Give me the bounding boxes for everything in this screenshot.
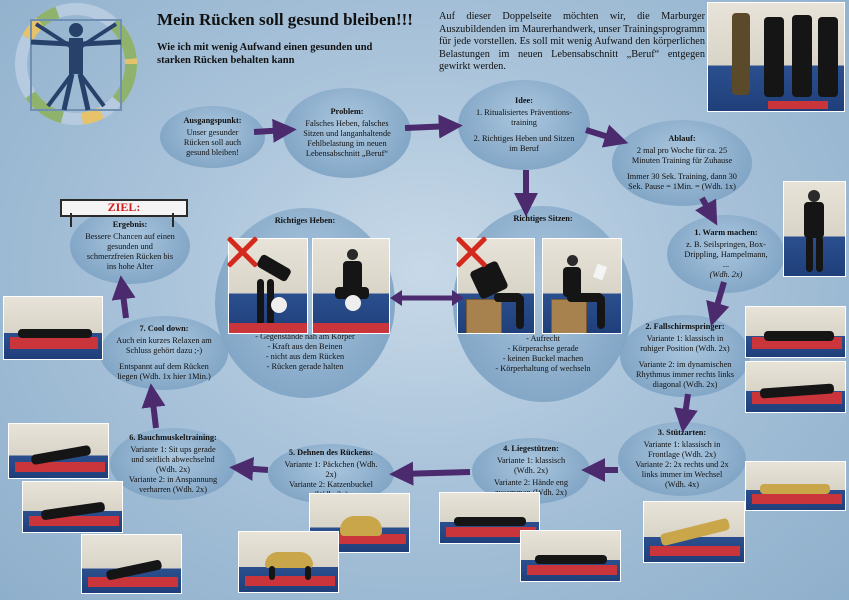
goal-right-post (172, 213, 174, 227)
bauch-photo-2 (22, 481, 123, 533)
ausgangspunkt-text: Unser gesunder Rücken soll auch gesund b… (183, 128, 242, 157)
ablauf-bubble: Ablauf: 2 mal pro Woche für ca. 25 Minut… (612, 120, 752, 206)
goal-bar: ZIEL: (60, 199, 188, 217)
stuetz-photo-2 (643, 501, 745, 563)
sitzen-item-2: - Körperachse gerade (507, 344, 579, 353)
fallschirm-title: 2. Fallschirmspringer: (645, 322, 725, 331)
bauch-bubble: 6. Bauchmuskeltraining: Variante 1: Sit … (110, 428, 236, 500)
arrow-bauch-cool (141, 383, 166, 429)
dehnen-photo-2 (238, 531, 339, 593)
intro-text: Auf dieser Doppelseite möchten wir, die … (439, 11, 705, 72)
fallschirm-line2: Variante 2: im dynamischen Rhythmus imme… (636, 360, 734, 389)
fallschirm-bubble: 2. Fallschirmspringer: Variante 1: klass… (620, 315, 750, 397)
ablauf-title: Ablauf: (668, 134, 696, 143)
liege-photo-2 (520, 530, 621, 582)
cool-title: 7. Cool down: (139, 324, 189, 333)
liege-photo-1 (439, 492, 540, 544)
idee-bubble: Idee: 1. Ritualisiertes Präventions-trai… (458, 80, 590, 170)
heben-title: Richtiges Heben: (274, 216, 336, 225)
bauch-title: 6. Bauchmuskeltraining: (129, 433, 217, 442)
ergebnis-text: Bessere Chancen auf einen gesunden und s… (85, 232, 175, 271)
ausgangspunkt-title: Ausgangspunkt: (183, 116, 242, 125)
bauch-line2: Variante 2: in Anspannung verharren (Wdh… (128, 475, 218, 494)
ergebnis-title: Ergebnis: (112, 220, 148, 229)
arrow-cool-ergebnis (111, 275, 136, 319)
heben-right-photo (312, 238, 390, 334)
fallschirm-photo-1 (745, 306, 846, 358)
bauch-photo-3 (81, 534, 182, 594)
goal-left-post (70, 213, 72, 227)
arrow-idee-ablauf (585, 124, 629, 148)
idee-line1: 1. Ritualisiertes Präventions-training (475, 108, 573, 127)
arrow-problem-idee (404, 114, 463, 139)
problem-bubble: Problem: Falsches Heben, falsches Sitzen… (283, 88, 411, 178)
sitzen-item-1: - Aufrecht (526, 334, 560, 343)
dehnen-title: 5. Dehnen des Rückens: (288, 448, 374, 457)
sitzen-item-4: - Körperhaltung of wechseln (495, 364, 591, 373)
warm-title: 1. Warm machen: (694, 228, 758, 237)
idee-line2: 2. Richtiges Heben und Sitzen im Beruf (473, 134, 575, 153)
poster-subtitle: Wie ich mit wenig Aufwand einen gesunden… (157, 42, 373, 66)
liege-title: 4. Liegestützen: (503, 444, 559, 453)
heben-item-1: - Gegenstände nah am Körper (255, 332, 355, 341)
warm-wdh: (Wdh. 2x) (709, 270, 743, 279)
poster-title: Mein Rücken soll gesund bleiben!!! (157, 10, 413, 29)
warm-text: z. B. Seilspringen, Box-Drippling, Hampe… (684, 240, 768, 269)
stuetz-line2: Variante 2: 2x rechts und 2x links immer… (635, 460, 729, 489)
cool-line2: Entspannt auf dem Rücken liegen (Wdh. 1x… (117, 362, 211, 381)
idee-title: Idee: (515, 96, 533, 105)
sitzen-right-photo (542, 238, 622, 334)
stuetz-line1: Variante 1: klassisch in Frontlage (Wdh.… (643, 440, 721, 459)
dehnen-line1: Variante 1: Päckchen (Wdh. 2x) (284, 460, 378, 479)
sitzen-title: Richtiges Sitzen: (513, 214, 573, 223)
heben-item-4: - Rücken gerade halten (266, 362, 344, 371)
arrow-fallschirm-stuetz (673, 393, 698, 433)
ausgangspunkt-bubble: Ausgangspunkt: Unser gesunder Rücken sol… (160, 106, 265, 168)
vitruvian-man-logo (15, 3, 137, 125)
ablauf-line1: 2 mal pro Woche für ca. 25 Minuten Train… (631, 146, 733, 165)
stuetz-photo-1 (745, 461, 846, 511)
ergebnis-bubble: Ergebnis: Bessere Chancen auf einen gesu… (70, 208, 190, 284)
cool-photo (3, 296, 103, 360)
team-photo (707, 2, 845, 112)
goal-label: ZIEL: (107, 200, 141, 214)
problem-text: Falsches Heben, falsches Sitzen und lang… (303, 119, 391, 158)
heben-item-3: - nicht aus dem Rücken (265, 352, 345, 361)
sitzen-item-3: - keinen Buckel machen (502, 354, 584, 363)
warm-bubble: 1. Warm machen: z. B. Seilspringen, Box-… (667, 215, 785, 293)
arrow-warm-fallschirm (706, 281, 730, 327)
problem-title: Problem: (330, 107, 364, 116)
cool-bubble: 7. Cool down: Auch ein kurzes Relaxen am… (100, 316, 228, 390)
fallschirm-photo-2 (745, 361, 846, 413)
arrow-start-problem (253, 118, 297, 143)
cool-line1: Auch ein kurzes Relaxen am Schluss gehör… (116, 336, 212, 355)
heben-item-2: - Kraft aus den Beinen (267, 342, 343, 351)
arrow-ablauf-warm (695, 196, 718, 226)
warm-photo (783, 181, 846, 277)
bauch-photo-1 (8, 423, 109, 479)
ablauf-line2: Immer 30 Sek. Training, dann 30 Sek. Pau… (627, 172, 737, 191)
liege-line1: Variante 1: klassisch (Wdh. 2x) (496, 456, 566, 475)
arrow-dehnen-bauch (229, 456, 269, 481)
bauch-line1: Variante 1: Sit ups gerade und seitlich … (130, 445, 216, 474)
arrow-liege-dehnen (389, 461, 471, 486)
fallschirm-line1: Variante 1: klassisch in ruhiger Positio… (640, 334, 730, 353)
